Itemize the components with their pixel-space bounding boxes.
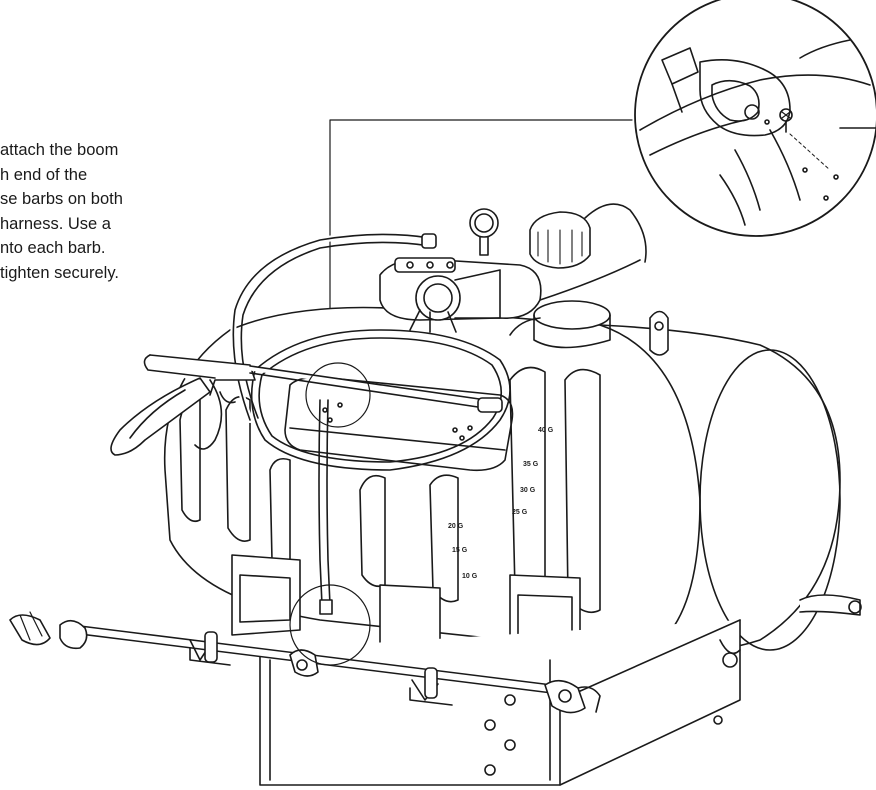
instruction-line: tighten securely. xyxy=(0,263,119,282)
gallon-mark: 25 G xyxy=(512,509,528,516)
instruction-line: h end of the xyxy=(0,165,88,184)
gallon-mark: 35 G xyxy=(523,461,539,468)
instruction-line: nto each barb. xyxy=(0,239,106,257)
gallon-markings: 40 G 35 G 30 G 25 G 20 G 15 G 10 G xyxy=(448,427,554,580)
detail-magnifier xyxy=(634,0,876,237)
instruction-line: attach the boom xyxy=(0,141,119,159)
instruction-text: attach the boom h end of the se barbs on… xyxy=(0,138,200,285)
hoses xyxy=(230,231,641,615)
gallon-mark: 15 G xyxy=(452,547,468,554)
gallon-mark: 10 G xyxy=(462,573,478,580)
gallon-mark: 20 G xyxy=(448,523,464,530)
pump-assembly xyxy=(379,208,542,333)
instruction-line: se barbs on both xyxy=(0,190,123,208)
spray-gun xyxy=(110,354,503,456)
gallon-mark: 30 G xyxy=(520,487,536,494)
boom-assembly xyxy=(9,362,601,714)
mounting-frame xyxy=(231,554,862,786)
tank-lid xyxy=(509,203,669,356)
gallon-mark: 40 G xyxy=(538,427,554,434)
instruction-line: harness. Use a xyxy=(0,214,111,233)
